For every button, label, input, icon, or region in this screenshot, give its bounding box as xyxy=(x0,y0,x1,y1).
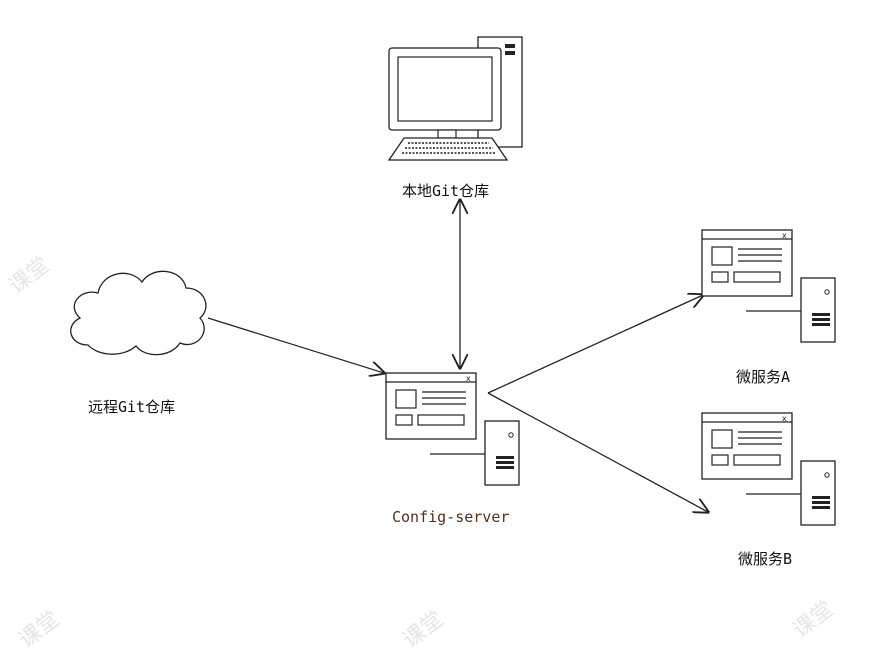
service-a-label: 微服务A xyxy=(736,368,791,386)
edge-config-to-service-a xyxy=(487,295,703,394)
service-b-label: 微服务B xyxy=(738,550,793,568)
local-repo-label: 本地Git仓库 xyxy=(402,182,490,200)
config-server-icon xyxy=(385,372,520,486)
service-a-icon xyxy=(701,229,836,343)
remote-repo-label: 远程Git仓库 xyxy=(88,398,176,416)
service-b-icon xyxy=(701,412,836,526)
connectors xyxy=(207,200,708,512)
edge-remote-to-config xyxy=(207,317,384,373)
cloud-icon xyxy=(70,270,207,356)
config-server-label: Config-server xyxy=(392,508,510,526)
desktop-computer-icon xyxy=(387,36,523,161)
edge-config-to-service-b xyxy=(487,392,708,512)
